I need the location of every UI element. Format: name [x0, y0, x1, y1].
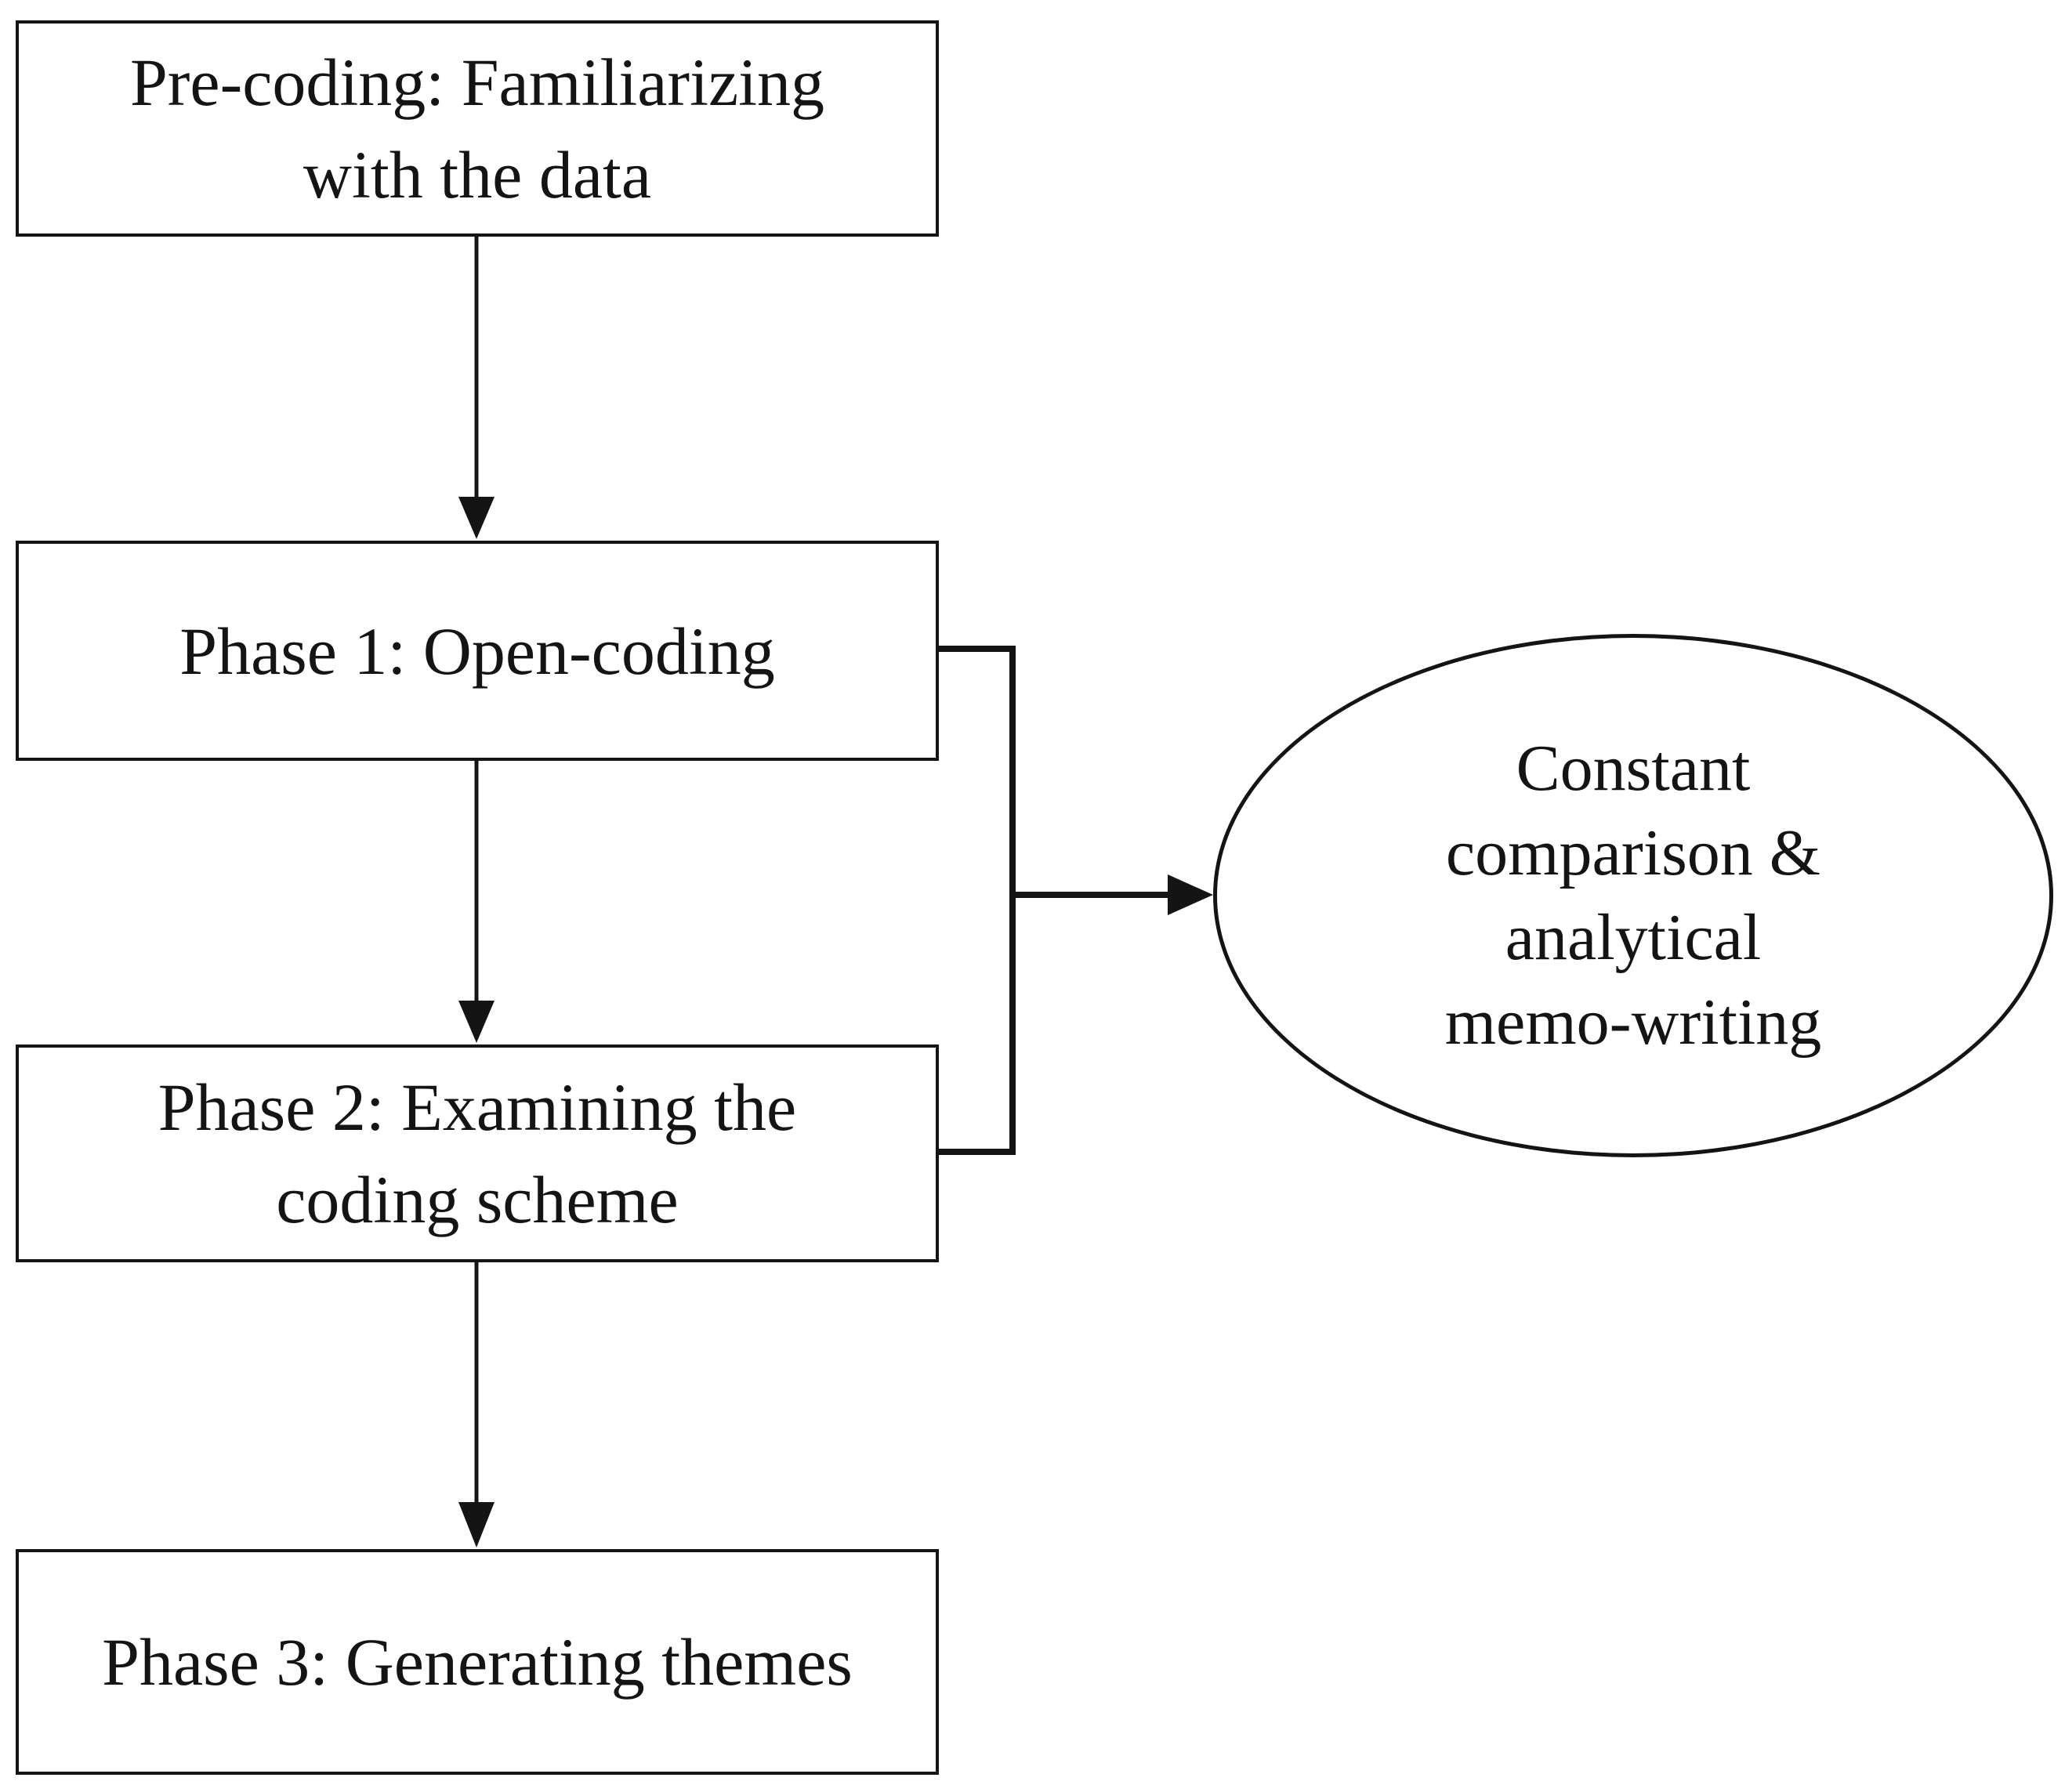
ellipse-label-line1: Constant [1516, 732, 1751, 805]
arrow-precoding-to-phase1 [458, 235, 495, 539]
ellipse-label-line2: comparison & [1445, 816, 1821, 889]
down-arrowhead-icon [458, 497, 495, 539]
ellipse-label-line4: memo-writing [1444, 986, 1822, 1059]
bracket-phases-to-ellipse [937, 646, 1016, 1155]
phase3-label: Phase 3: Generating themes [102, 1624, 853, 1700]
phase3-box: Phase 3: Generating themes [16, 1549, 939, 1775]
ellipse-label-line3: analytical [1505, 901, 1762, 974]
phase1-label: Phase 1: Open-coding [179, 613, 775, 689]
phase2-label-line1: Phase 2: Examining the [158, 1070, 797, 1145]
constant-comparison-ellipse: Constant comparison & analytical memo-wr… [1213, 634, 2053, 1157]
phase2-box: Phase 2: Examining the coding scheme [16, 1044, 939, 1262]
precoding-box: Pre-coding: Familiarizing with the data [16, 20, 939, 237]
arrow-phase2-to-phase3 [458, 1262, 495, 1548]
precoding-label-line2: with the data [303, 137, 652, 212]
down-arrowhead-icon [458, 1502, 495, 1548]
down-arrowhead-icon [458, 1001, 495, 1043]
arrow-bracket-to-ellipse [1013, 874, 1213, 915]
phase1-box: Phase 1: Open-coding [16, 541, 939, 761]
precoding-label-line1: Pre-coding: Familiarizing [129, 45, 825, 120]
arrow-phase1-to-phase2 [458, 760, 495, 1043]
phase2-label-line2: coding scheme [276, 1162, 679, 1237]
bracket-line [937, 646, 1016, 1155]
right-arrowhead-icon [1168, 874, 1213, 915]
